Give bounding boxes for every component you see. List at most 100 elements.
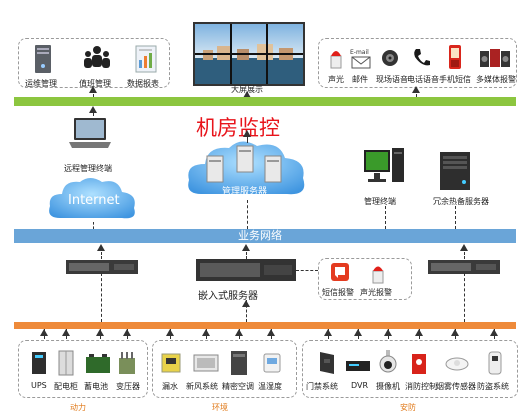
smoke-sensor-icon — [445, 354, 469, 376]
top-right-item-3: 电话语音 — [407, 75, 439, 84]
water-leak-icon — [160, 350, 182, 380]
arrow-center-up — [246, 248, 247, 259]
security-panel — [302, 340, 518, 398]
network-bar-label: 业务网络 — [238, 229, 282, 242]
drophead-env-4 — [267, 329, 275, 336]
transformer-icon — [116, 350, 138, 380]
report-icon — [134, 44, 160, 78]
arrowhead-laptop-up — [89, 106, 97, 113]
mgmt-terminal-label: 管理终端 — [364, 197, 396, 206]
security-label: 安防 — [400, 403, 416, 412]
hot-standby-label: 冗余热备服务器 — [433, 197, 489, 206]
sec-item-4: 烟雾传感器 — [436, 382, 476, 391]
speaker-icon — [380, 47, 400, 73]
email-icon-text: E-mail — [350, 49, 369, 56]
precision-ac-icon — [229, 350, 249, 380]
drophead-power-2 — [62, 329, 70, 336]
arrow-left-down — [101, 273, 102, 322]
arrow-center-down — [246, 300, 247, 322]
arrowhead-top-right — [412, 86, 420, 93]
arrow-server-cloud-down — [247, 200, 248, 229]
page-title: 机房监控 — [196, 116, 280, 140]
top-right-item-4: 手机短信 — [439, 75, 471, 84]
sec-item-5: 防盗系统 — [477, 382, 509, 391]
sec-item-3: 消防控制 — [405, 382, 437, 391]
strobe-alarm-icon — [328, 46, 344, 74]
desktop-pc-icon — [362, 146, 406, 192]
battery-icon — [85, 354, 111, 378]
ups-icon — [30, 350, 48, 380]
video-wall — [193, 22, 305, 86]
multimedia-alarm-icon — [480, 47, 510, 73]
sec-item-1: DVR — [351, 381, 369, 390]
internet-label: Internet — [68, 193, 120, 208]
sec-item-0: 门禁系统 — [306, 382, 338, 391]
power-label: 动力 — [70, 403, 86, 412]
sms-alarm-icon — [330, 262, 350, 286]
arrowhead-top-left — [89, 86, 97, 93]
laptop-icon — [68, 116, 112, 156]
arrow-server-cloud-up-line — [247, 137, 248, 143]
drophead-power-3 — [96, 329, 104, 336]
env-item-1: 新风系统 — [186, 382, 218, 391]
server-box-2 — [236, 145, 254, 173]
arrowhead-center-down — [242, 300, 250, 307]
drophead-power-1 — [40, 329, 48, 336]
mobile-phone-icon — [448, 44, 462, 74]
camera-icon — [378, 350, 398, 380]
arrow-left-up — [101, 248, 102, 259]
remote-terminal-label: 远程管理终端 — [64, 164, 112, 173]
server-cloud-icon — [185, 136, 311, 204]
drophead-sec-4 — [415, 329, 423, 336]
top-left-item-2: 数据报表 — [127, 79, 159, 88]
drophead-power-4 — [123, 329, 131, 336]
arrow-internet-down — [93, 222, 94, 229]
fresh-air-icon — [193, 352, 219, 378]
green-bar — [14, 97, 516, 106]
power-item-0: UPS — [31, 381, 47, 390]
access-control-icon — [316, 350, 338, 380]
drophead-sec-1 — [324, 329, 332, 336]
dvr-icon — [345, 358, 371, 377]
drophead-env-1 — [166, 329, 174, 336]
people-icon — [82, 44, 112, 78]
env-item-3: 温湿度 — [258, 382, 282, 391]
rack-server-right — [428, 259, 500, 278]
server-box-1 — [206, 155, 224, 183]
fire-control-icon — [410, 352, 428, 380]
arrow-pc-down — [385, 206, 386, 229]
network-bar — [14, 229, 516, 243]
orange-bar — [14, 322, 516, 329]
drophead-sec-2 — [354, 329, 362, 336]
env-item-0: 漏水 — [162, 382, 178, 391]
alarm-item-0: 短信报警 — [322, 288, 354, 297]
env-item-2: 精密空调 — [222, 382, 254, 391]
sec-item-2: 摄像机 — [376, 382, 400, 391]
arrowhead-center-up — [242, 244, 250, 251]
top-right-item-2: 现场语音 — [376, 75, 408, 84]
arrowhead-left-up — [97, 244, 105, 251]
distribution-cabinet-icon — [57, 350, 75, 380]
phone-icon — [412, 47, 430, 73]
drophead-sec-6 — [490, 329, 498, 336]
rack-server-center — [196, 259, 296, 285]
top-left-item-0: 运维管理 — [25, 79, 57, 88]
embedded-server-label: 嵌入式服务器 — [198, 291, 258, 302]
top-right-item-1: 邮件 — [352, 75, 368, 84]
alarm-connector — [296, 270, 318, 271]
email-icon: E-mail — [349, 47, 375, 73]
server-tower-icon — [32, 44, 54, 78]
arrow-right-up — [464, 248, 465, 259]
internet-cloud-icon — [46, 174, 140, 228]
top-right-item-0: 声光 — [328, 75, 344, 84]
alarm-item-1: 声光报警 — [360, 288, 392, 297]
rack-server-left — [66, 259, 138, 278]
screen-label: 大屏展示 — [231, 85, 263, 94]
drophead-sec-5 — [451, 329, 459, 336]
power-item-1: 配电柜 — [54, 382, 78, 391]
arrow-standby-down — [455, 206, 456, 229]
arrowhead-server-cloud-up — [243, 130, 251, 137]
top-left-item-1: 值班管理 — [79, 79, 111, 88]
drophead-env-2 — [202, 329, 210, 336]
arrowhead-screen — [243, 91, 251, 98]
